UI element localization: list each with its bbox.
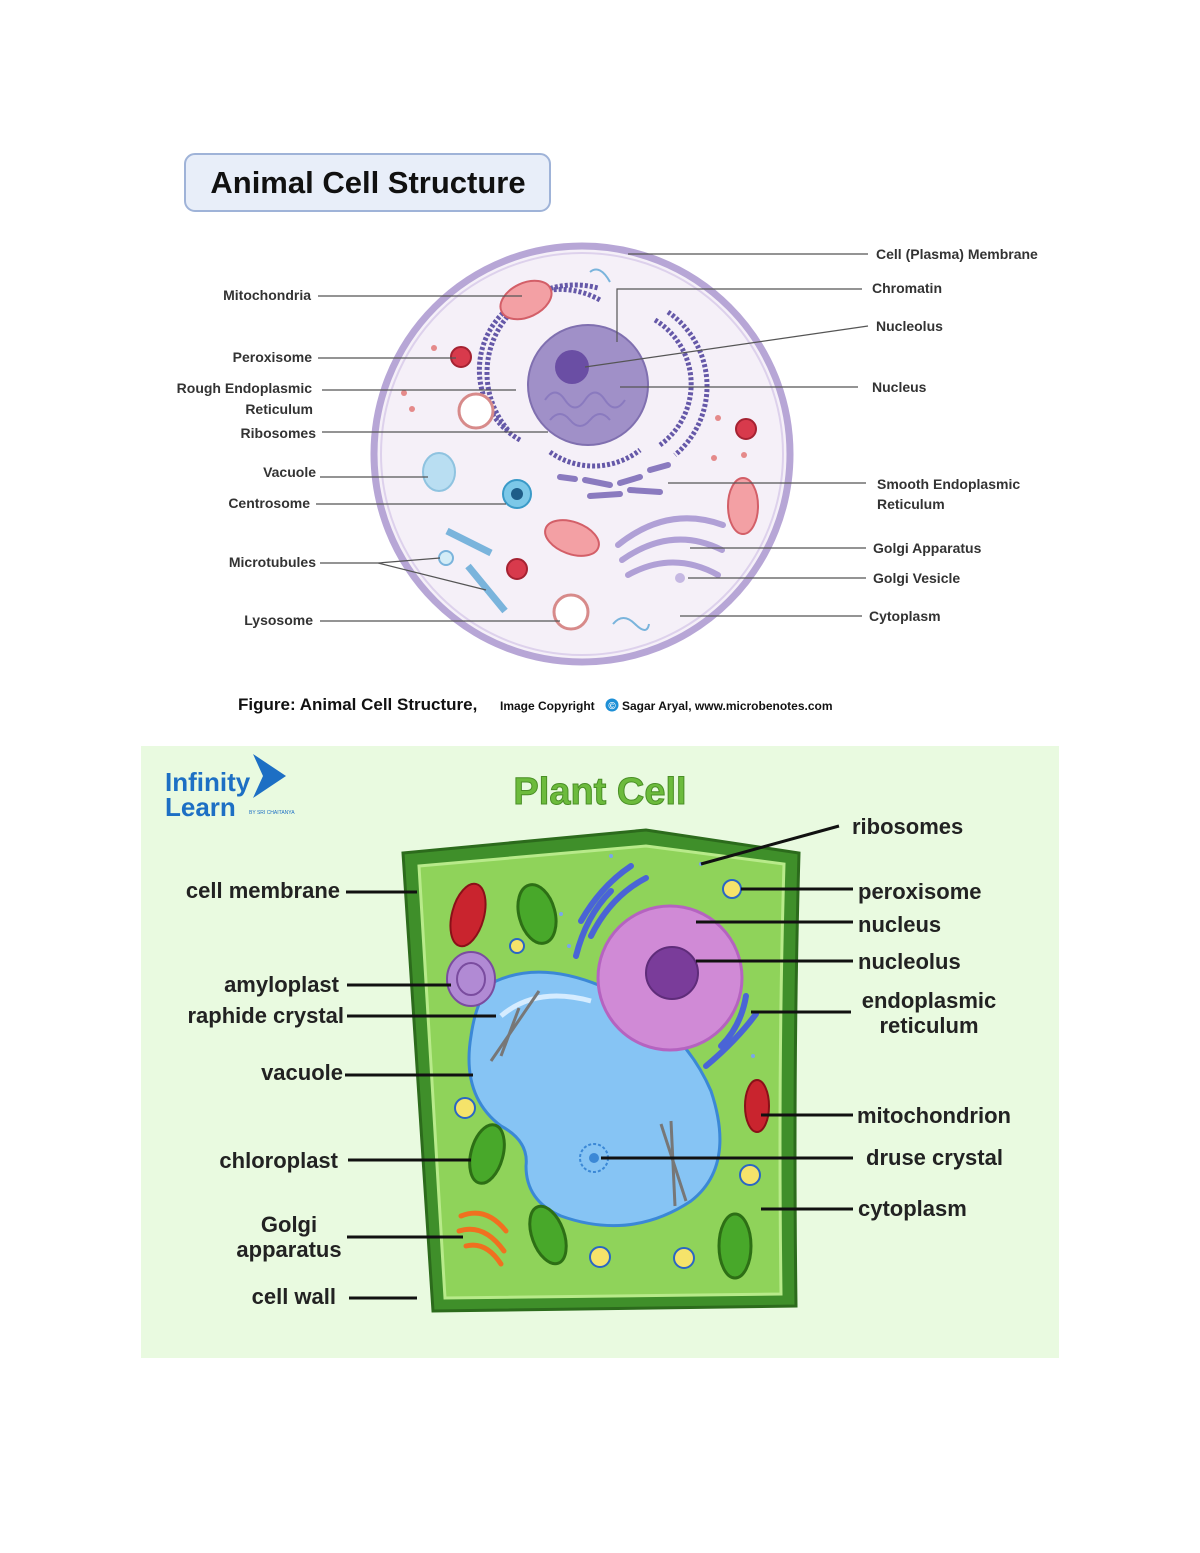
label-nucleus: Nucleus (872, 379, 927, 395)
label-p-chloroplast: chloroplast (219, 1148, 338, 1173)
label-p-golgi-1: Golgi (261, 1212, 317, 1237)
lead-microtubules (320, 557, 487, 591)
label-peroxisome: Peroxisome (233, 349, 313, 365)
plant-title: Plant Cell (513, 771, 686, 813)
label-p-ribosomes: ribosomes (852, 814, 963, 839)
logo-line1: Infinity (165, 767, 251, 797)
vacuole-shape (422, 452, 456, 492)
infinity-learn-logo: Infinity Learn BY SRI CHAITANYA (165, 754, 295, 822)
golgi-vesicle-small (438, 550, 454, 566)
label-smooth-er-1: Smooth Endoplasmic (877, 476, 1020, 492)
label-lysosome: Lysosome (244, 612, 313, 628)
animal-cell-body (370, 242, 794, 666)
cytoplasm-squiggle (589, 268, 611, 283)
label-p-druse: druse crystal (866, 1145, 1003, 1170)
label-p-er-2: reticulum (879, 1013, 978, 1038)
animal-cell-diagram: Animal Cell Structure (177, 153, 1038, 714)
label-cell-membrane: Cell (Plasma) Membrane (876, 246, 1038, 262)
label-p-nucleolus: nucleolus (858, 949, 961, 974)
animal-title-box: Animal Cell Structure (184, 153, 551, 212)
label-smooth-er-2: Reticulum (877, 496, 945, 512)
animal-title: Animal Cell Structure (210, 165, 525, 200)
crystal-needles (659, 1120, 688, 1207)
label-cytoplasm: Cytoplasm (869, 608, 941, 624)
lead-nucleolus (584, 325, 869, 368)
label-centrosome: Centrosome (228, 495, 310, 511)
chloroplast-shape (468, 883, 753, 1280)
label-p-golgi-2: apparatus (236, 1237, 341, 1262)
label-p-er-1: endoplasmic (862, 988, 996, 1013)
peroxisome-shape (450, 346, 757, 580)
er-plant-shape (573, 863, 759, 1069)
raphide-crystal-shape (489, 990, 541, 1062)
animal-nucleus-shape (527, 324, 649, 446)
logo-chevron-icon (253, 754, 286, 798)
label-p-raphide: raphide crystal (187, 1003, 344, 1028)
lysosome-shape (457, 392, 590, 631)
label-p-peroxisome: peroxisome (858, 879, 982, 904)
label-p-cell-membrane: cell membrane (186, 878, 340, 903)
cytoplasm-squiggle-2 (612, 617, 650, 631)
golgi-vesicle-shape (675, 573, 685, 583)
label-p-cell-wall: cell wall (252, 1284, 336, 1309)
label-p-cytoplasm: cytoplasm (858, 1196, 967, 1221)
caption-credit: Sagar Aryal, www.microbenotes.com (622, 699, 833, 713)
animal-caption: Figure: Animal Cell Structure, Image Cop… (238, 695, 833, 714)
label-p-nucleus: nucleus (858, 912, 941, 937)
label-rough-er-1: Rough Endoplasmic (177, 380, 313, 396)
label-chromatin: Chromatin (872, 280, 942, 296)
plant-cell-diagram: Infinity Learn BY SRI CHAITANYA Plant Ce… (141, 746, 1059, 1358)
vacuole-highlight (499, 993, 592, 1018)
peroxisome-plant-shape (454, 879, 761, 1269)
microtubules-shape (445, 527, 508, 614)
label-p-amyloplast: amyloplast (224, 972, 340, 997)
lead-p-ribosomes (700, 824, 840, 866)
label-p-vacuole: vacuole (261, 1060, 343, 1085)
golgi-plant-shape (456, 1210, 509, 1267)
label-nucleolus: Nucleolus (876, 318, 943, 334)
mitochondria-shape (499, 279, 759, 557)
label-vacuole: Vacuole (263, 464, 316, 480)
mitochondrion-plant-shape (449, 882, 770, 1133)
label-microtubules: Microtubules (229, 554, 316, 570)
plant-nucleus-shape (596, 904, 744, 1052)
copyright-symbol: © (608, 701, 616, 712)
label-rough-er-2: Reticulum (245, 401, 313, 417)
caption-main: Figure: Animal Cell Structure, (238, 695, 477, 714)
label-golgi-apparatus: Golgi Apparatus (873, 540, 982, 556)
lead-chromatin (616, 288, 862, 342)
smooth-er-shape (557, 462, 671, 499)
logo-line2: Learn (165, 792, 236, 822)
label-mitochondria: Mitochondria (223, 287, 311, 303)
centrosome-shape (502, 479, 532, 509)
amyloplast-shape (446, 951, 496, 1007)
label-ribosomes: Ribosomes (241, 425, 317, 441)
copyright-icon (605, 698, 619, 712)
caption-copyright: Image Copyright (500, 699, 595, 713)
golgi-apparatus-shape (615, 515, 726, 578)
label-golgi-vesicle: Golgi Vesicle (873, 570, 960, 586)
label-p-mitochondrion: mitochondrion (857, 1103, 1011, 1128)
ribosome-dots (401, 345, 747, 461)
logo-tagline: BY SRI CHAITANYA (249, 810, 295, 816)
